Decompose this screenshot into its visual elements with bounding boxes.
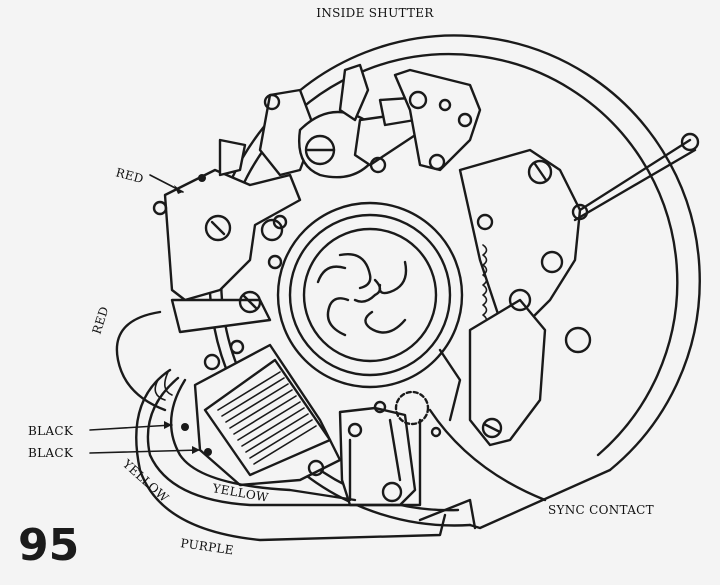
purple-wire: [135, 368, 447, 542]
diagram-title: INSIDE SHUTTER: [316, 6, 434, 20]
label-yellow-left: YELLOW: [119, 456, 171, 505]
label-red-left: RED: [90, 305, 112, 336]
yellow-wire-outer: [146, 376, 422, 507]
right-linkage: [393, 68, 700, 447]
page-number: 95: [18, 520, 79, 571]
coil-windings: [217, 371, 317, 465]
label-purple: PURPLE: [180, 536, 235, 557]
coil-assembly: [181, 339, 342, 487]
aperture-assembly: [276, 201, 464, 389]
label-black-1: BLACK: [28, 424, 74, 438]
label-red-top: RED: [114, 165, 145, 186]
left-lever-assembly: [152, 138, 302, 334]
top-linkage: [258, 63, 440, 179]
sync-lead: [428, 408, 547, 502]
wires: [115, 310, 547, 542]
label-sync-contact: SYNC CONTACT: [548, 503, 654, 517]
yellow-wire-inner: [170, 378, 357, 502]
label-black-2: BLACK: [28, 446, 74, 460]
sync-contact-block: [338, 390, 442, 507]
callout-arrows: [89, 174, 201, 454]
aperture-blades: [316, 253, 408, 337]
